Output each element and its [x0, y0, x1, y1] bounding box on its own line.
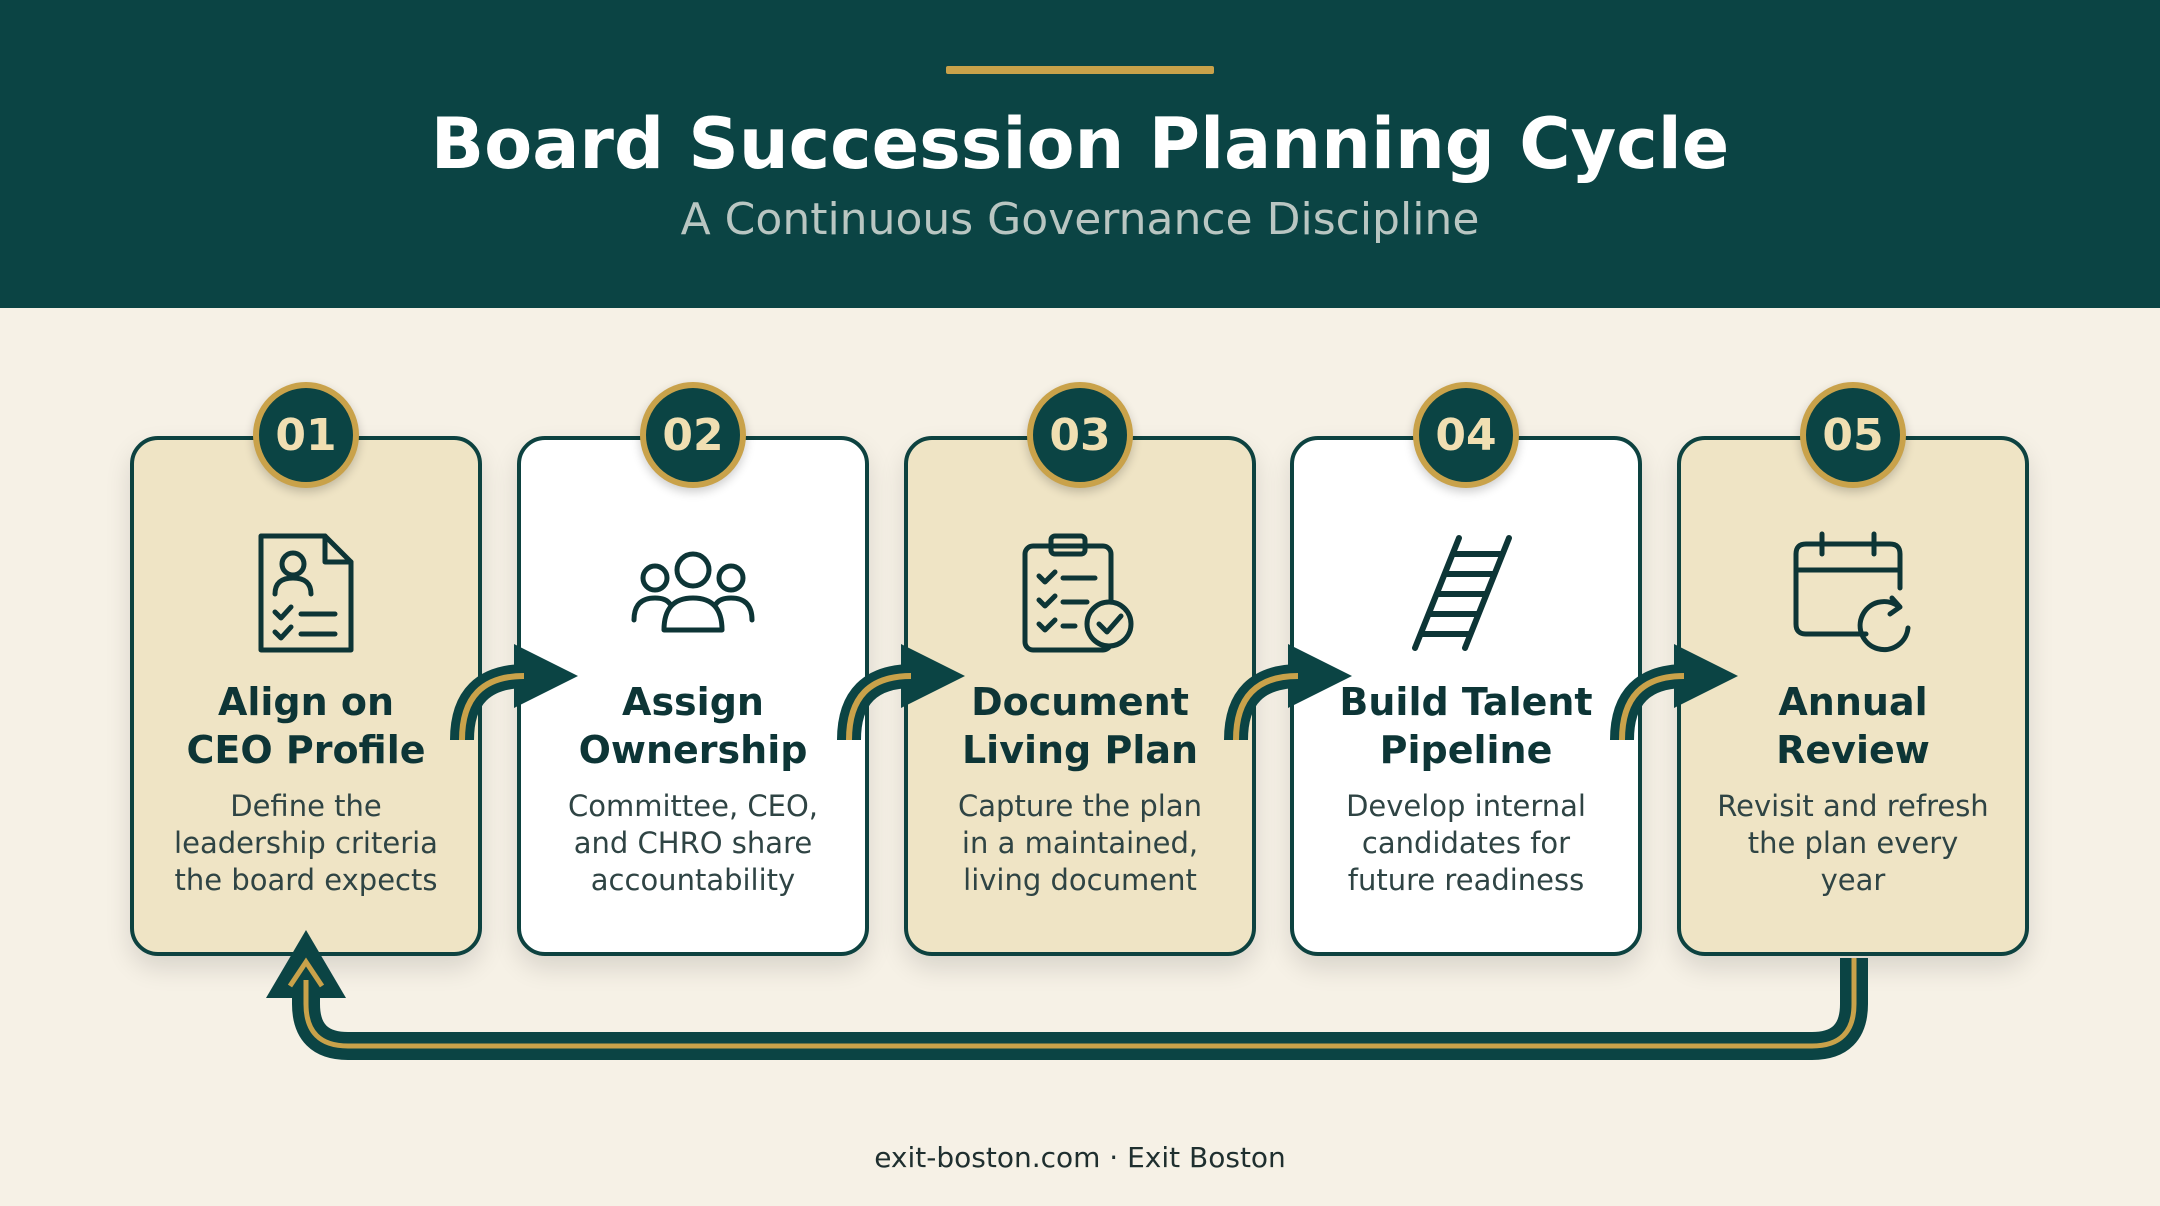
step-description-line: future readiness — [1347, 863, 1585, 897]
connector-arrow-3-4 — [1224, 644, 1352, 741]
step-title: Build Talent Pipeline — [1290, 678, 1642, 774]
step-number-badge: 02 — [640, 382, 746, 488]
connector-arrow-4-5 — [1610, 644, 1738, 741]
step-title-line: Align on — [217, 680, 395, 724]
step-title: Document Living Plan — [904, 678, 1256, 774]
step-number-badge: 05 — [1800, 382, 1906, 488]
step-title-line: CEO Profile — [186, 728, 426, 772]
step-card-2 — [517, 436, 869, 956]
step-title-line: Living Plan — [961, 728, 1199, 772]
step-card-5 — [1677, 436, 2029, 956]
calendar-refresh-icon — [1793, 531, 1911, 653]
step-title: Annual Review — [1677, 678, 2029, 774]
header-banner: Board Succession Planning Cycle A Contin… — [0, 0, 2160, 308]
ladder-icon — [1412, 535, 1512, 651]
step-description: Revisit and refresh the plan every year — [1677, 788, 2029, 899]
step-description-line: the plan every — [1747, 826, 1959, 860]
step-description: Capture the plan in a maintained, living… — [904, 788, 1256, 899]
page-title: Board Succession Planning Cycle — [430, 103, 1730, 185]
step-number-badge: 03 — [1027, 382, 1133, 488]
step-description-line: leadership criteria — [174, 826, 438, 860]
step-description-line: candidates for — [1361, 826, 1571, 860]
step-description-line: in a maintained, — [961, 826, 1199, 860]
step-card-4 — [1290, 436, 1642, 956]
footer-credit: exit-boston.com · Exit Boston — [874, 1141, 1286, 1174]
step-title-line: Annual — [1778, 680, 1928, 724]
step-title-line: Build Talent — [1339, 680, 1593, 724]
step-title: Assign Ownership — [517, 678, 869, 774]
step-title-line: Document — [971, 680, 1189, 724]
step-description-line: Committee, CEO, — [567, 789, 819, 823]
step-description-line: Define the — [230, 789, 382, 823]
step-description-line: the board expects — [174, 863, 438, 897]
step-number-badge: 04 — [1413, 382, 1519, 488]
step-title-line: Ownership — [578, 728, 808, 772]
step-number-badge: 01 — [253, 382, 359, 488]
connector-arrow-1-2 — [450, 644, 578, 741]
step-description: Committee, CEO, and CHRO share accountab… — [517, 788, 869, 899]
step-description: Develop internal candidates for future r… — [1290, 788, 1642, 899]
return-loop-arrow — [266, 930, 1868, 1060]
step-description-line: Develop internal — [1346, 789, 1586, 823]
step-title-line: Assign — [622, 680, 764, 724]
step-description-line: living document — [963, 863, 1197, 897]
step-title-line: Pipeline — [1379, 728, 1553, 772]
step-title-line: Review — [1776, 728, 1930, 772]
clipboard-check-icon — [1022, 533, 1134, 653]
step-title: Align on CEO Profile — [130, 678, 482, 774]
step-description-line: and CHRO share — [573, 826, 813, 860]
step-description-line: accountability — [590, 863, 796, 897]
step-description-line: Capture the plan — [958, 789, 1202, 823]
step-description: Define the leadership criteria the board… — [130, 788, 482, 899]
step-description-line: year — [1820, 863, 1886, 897]
profile-checklist-icon — [258, 533, 354, 653]
page-subtitle: A Continuous Governance Discipline — [680, 194, 1480, 245]
header-accent-rule — [946, 66, 1214, 74]
connector-arrow-2-3 — [837, 644, 965, 741]
step-description-line: Revisit and refresh — [1717, 789, 1989, 823]
people-group-icon — [631, 551, 755, 633]
